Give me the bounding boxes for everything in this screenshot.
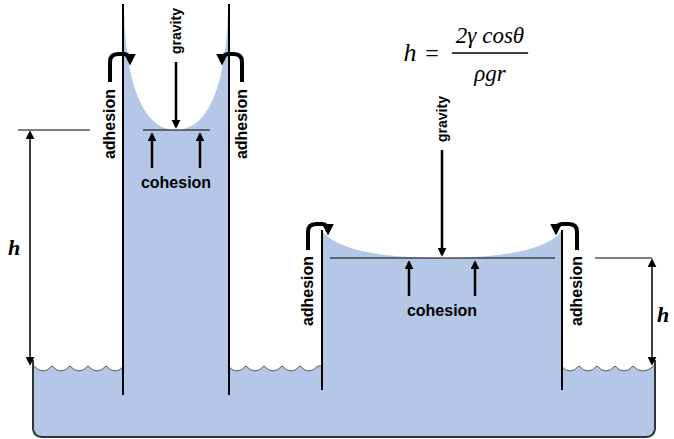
narrow-tube-liquid	[124, 8, 228, 400]
force-label: cohesion	[141, 175, 211, 191]
tube-wall	[321, 230, 323, 390]
cohesion-arrow	[408, 262, 411, 296]
gravity-arrow	[175, 62, 178, 127]
force-label: adhesion	[300, 256, 316, 326]
height-reference-line	[18, 130, 90, 131]
adhesion-arrow	[222, 54, 242, 82]
adhesion-arrow	[308, 224, 328, 250]
height-arrow	[651, 260, 653, 364]
height-label: h	[8, 237, 20, 259]
gravity-arrow	[441, 150, 444, 255]
force-label: cohesion	[407, 303, 477, 319]
tube-wall	[228, 4, 230, 395]
formula-symbol: h	[404, 40, 417, 66]
tube-wall	[122, 4, 124, 395]
force-label: adhesion	[569, 256, 585, 326]
cohesion-arrow	[151, 134, 154, 168]
formula-symbol: =	[425, 41, 439, 65]
force-label: adhesion	[234, 89, 250, 159]
meniscus-level-line	[330, 258, 555, 259]
formula-denominator: ρgr	[474, 62, 506, 85]
force-label: gravity	[435, 96, 449, 142]
force-label: adhesion	[102, 89, 118, 159]
adhesion-arrow	[556, 224, 577, 250]
cohesion-arrow	[474, 262, 477, 296]
meniscus-level-line	[143, 130, 210, 131]
formula-numerator: 2γ cosθ	[456, 24, 524, 47]
wide-tube-liquid	[323, 232, 561, 400]
height-label: h	[657, 304, 669, 326]
cohesion-arrow	[199, 134, 202, 168]
adhesion-arrow	[110, 54, 130, 82]
tube-wall	[561, 230, 563, 390]
force-label: gravity	[169, 8, 183, 54]
height-arrow	[29, 132, 31, 364]
fraction-bar	[452, 52, 528, 54]
height-reference-line	[595, 258, 652, 259]
